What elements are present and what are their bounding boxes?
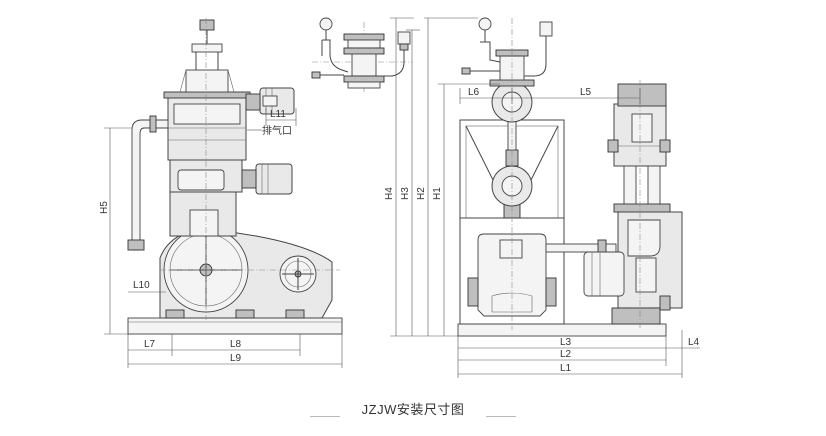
front-view: L6 L5 H4 H3 H2 H1 L3 L2 L1 L4 [384,17,700,378]
front-base-plate [457,323,667,337]
drawing-caption: JZJW安装尺寸图 [361,402,465,417]
dim-label-l5: L5 [580,87,592,98]
dim-label-l10: L10 [133,280,150,291]
exhaust-port-label: 排气口 [262,124,292,137]
dim-label-l2: L2 [560,349,572,360]
dim-label-l1: L1 [560,363,572,374]
caption-rule-left [310,416,340,417]
dim-label-l8: L8 [230,339,242,350]
piping-detail [311,17,412,92]
caption-rule-right [486,416,516,417]
dim-label-h2: H2 [416,187,427,200]
dim-label-l11: L11 [270,109,286,120]
pressure-gauge-icon [319,17,333,31]
side-gauge-icon [199,19,215,31]
side-view: 排气口 L11 H5 L10 L7 L8 L9 [99,18,343,368]
dim-label-h5: H5 [99,201,110,214]
dim-label-l4: L4 [688,337,700,348]
dim-label-l7: L7 [144,339,156,350]
side-base-plate [127,317,343,335]
dim-label-l9: L9 [230,353,242,364]
dim-label-h4: H4 [384,187,395,200]
side-exhaust-pipe [131,119,169,251]
side-lower-motor [255,163,293,195]
transmitter-icon [397,31,411,45]
front-right-motor [583,251,625,297]
dim-label-h1: H1 [432,187,443,200]
dim-label-l3: L3 [560,337,572,348]
dim-label-h3: H3 [400,187,411,200]
dim-label-l6: L6 [468,87,480,98]
